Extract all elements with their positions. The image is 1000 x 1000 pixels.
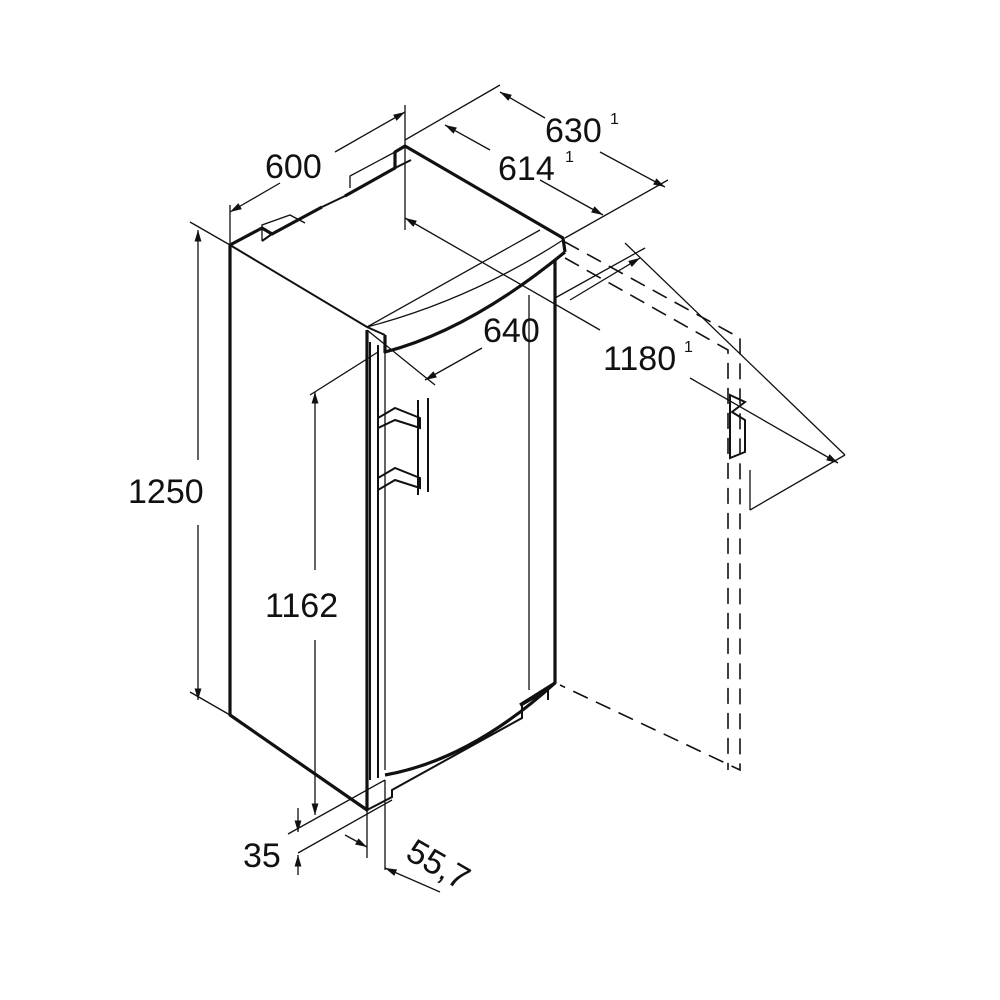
- dim-depth-door-note: 1: [610, 111, 619, 128]
- dim-height-inner-label: 1162: [265, 587, 338, 625]
- dim-door-offset-label: 55,7: [400, 832, 476, 898]
- dim-depth-door-label: 630: [545, 112, 602, 150]
- dim-height-total-label: 1250: [128, 473, 204, 511]
- dim-depth-cabinet-note: 1: [565, 149, 574, 166]
- dim-depth-open-note: 1: [684, 339, 693, 356]
- fridge-cabinet: [228, 144, 567, 812]
- dim-foot-height-label: 35: [243, 837, 281, 875]
- dim-depth-cabinet-label: 614: [498, 150, 555, 188]
- dim-depth-open-label: 1180: [603, 340, 676, 378]
- door-handle: [377, 398, 429, 495]
- dim-door-swing-label: 640: [483, 312, 540, 350]
- dimension-lines: [189, 84, 846, 893]
- dim-width-label: 600: [265, 148, 322, 186]
- open-door-outline: [559, 241, 747, 772]
